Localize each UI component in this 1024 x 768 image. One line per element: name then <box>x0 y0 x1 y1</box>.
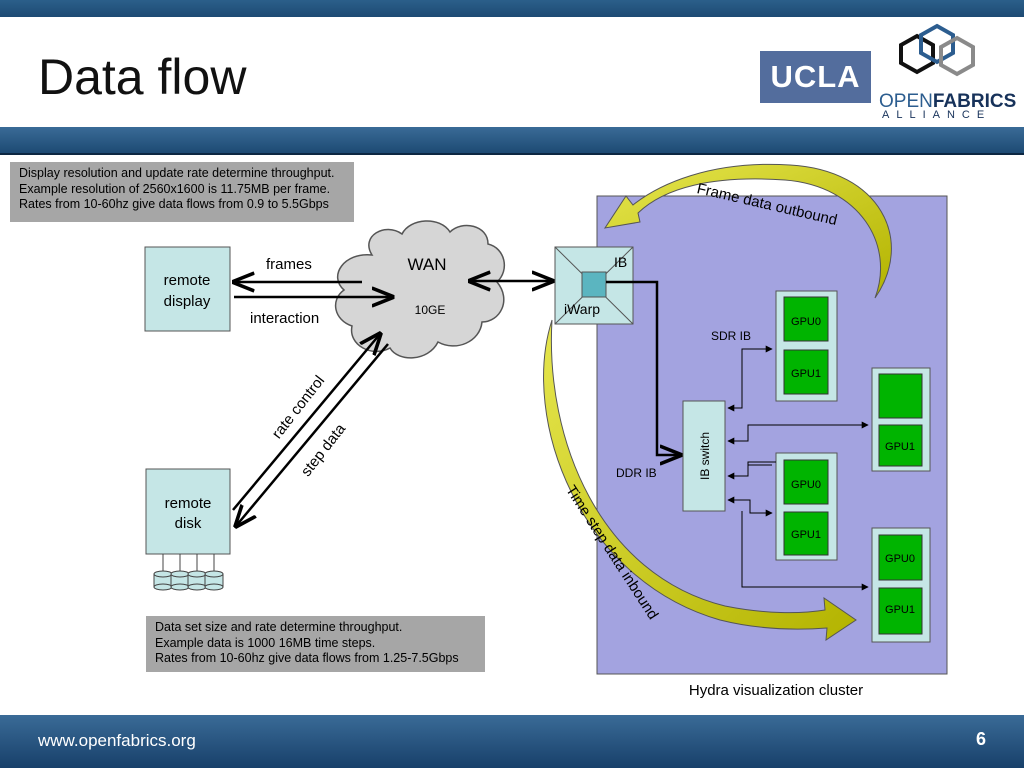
openfabrics-wordmark: OPENFABRICS <box>879 91 1017 112</box>
iwarp-label: iWarp <box>564 301 600 317</box>
gpu0-block <box>783 459 829 505</box>
gpu0-label: GPU0 <box>885 553 915 565</box>
remote-display-box <box>144 246 231 332</box>
remote-display-label: display <box>164 293 211 310</box>
cluster-caption: Hydra visualization cluster <box>689 682 863 699</box>
ib-switch-label: IB switch <box>698 432 712 480</box>
note-line: Rates from 10-60hz give data flows from … <box>19 197 329 211</box>
alliance-wordmark: ALLIANCE <box>882 109 992 121</box>
slide-title: Data flow <box>38 49 247 105</box>
gpu0-block <box>878 534 923 581</box>
gpu1-label: GPU1 <box>791 368 821 380</box>
remote-disk-box <box>145 468 231 555</box>
gpu1-block <box>783 349 829 395</box>
frames-label: frames <box>266 256 312 273</box>
ddr-ib-label: DDR IB <box>616 466 657 480</box>
wan-label: WAN <box>407 255 446 274</box>
time-step-inbound-arrow <box>543 319 857 641</box>
note-line: Rates from 10-60hz give data flows from … <box>155 651 459 665</box>
ib-label: IB <box>614 254 627 270</box>
note-line: Example data is 1000 16MB time steps. <box>155 635 376 650</box>
disk-throughput-note: Data set size and rate determine through… <box>146 616 485 672</box>
frame-outbound-arrow <box>603 163 892 299</box>
gpu1-label: GPU1 <box>885 604 915 616</box>
interaction-label: interaction <box>250 310 319 327</box>
gpu0-block <box>783 296 829 342</box>
footer-bar <box>0 715 1024 768</box>
sdr-ib-label: SDR IB <box>711 329 751 343</box>
ib-links <box>727 345 869 591</box>
gpu1-block <box>783 511 829 556</box>
display-throughput-note: Display resolution and update rate deter… <box>10 162 354 222</box>
gpu1-block <box>878 587 923 635</box>
gpu1-label: GPU1 <box>791 529 821 541</box>
top-bar <box>0 0 1024 17</box>
wan-speed-label: 10GE <box>415 303 446 317</box>
gpu1-block <box>878 424 923 467</box>
rate-control-arrow <box>232 334 380 511</box>
gpu0-label: GPU0 <box>791 479 821 491</box>
gpu1-label: GPU1 <box>885 441 915 453</box>
footer-url: www.openfabrics.org <box>38 731 196 750</box>
gpu0-label: GPU0 <box>791 316 821 328</box>
ucla-logo: UCLA <box>760 51 871 103</box>
note-line: Example resolution of 2560x1600 is 11.75… <box>19 181 331 196</box>
remote-disk-label: disk <box>175 515 202 532</box>
header-band <box>0 127 1024 155</box>
remote-disk-label: remote <box>165 495 212 512</box>
gpu0-block <box>878 373 923 419</box>
gateway-switch-link <box>606 280 680 455</box>
remote-display-label: remote <box>164 272 211 289</box>
iwarp-ib-gateway <box>554 246 634 325</box>
note-line: Data set size and rate determine through… <box>155 620 403 634</box>
disk-array-icon <box>153 554 224 591</box>
wan-cloud <box>334 220 506 359</box>
note-line: Display resolution and update rate deter… <box>19 166 335 180</box>
page-number: 6 <box>976 729 987 749</box>
openfabrics-hexagon-logo <box>899 23 975 77</box>
ib-switch-box <box>682 400 726 512</box>
step-data-arrow <box>236 343 389 526</box>
step-data-label: step data <box>298 420 350 480</box>
